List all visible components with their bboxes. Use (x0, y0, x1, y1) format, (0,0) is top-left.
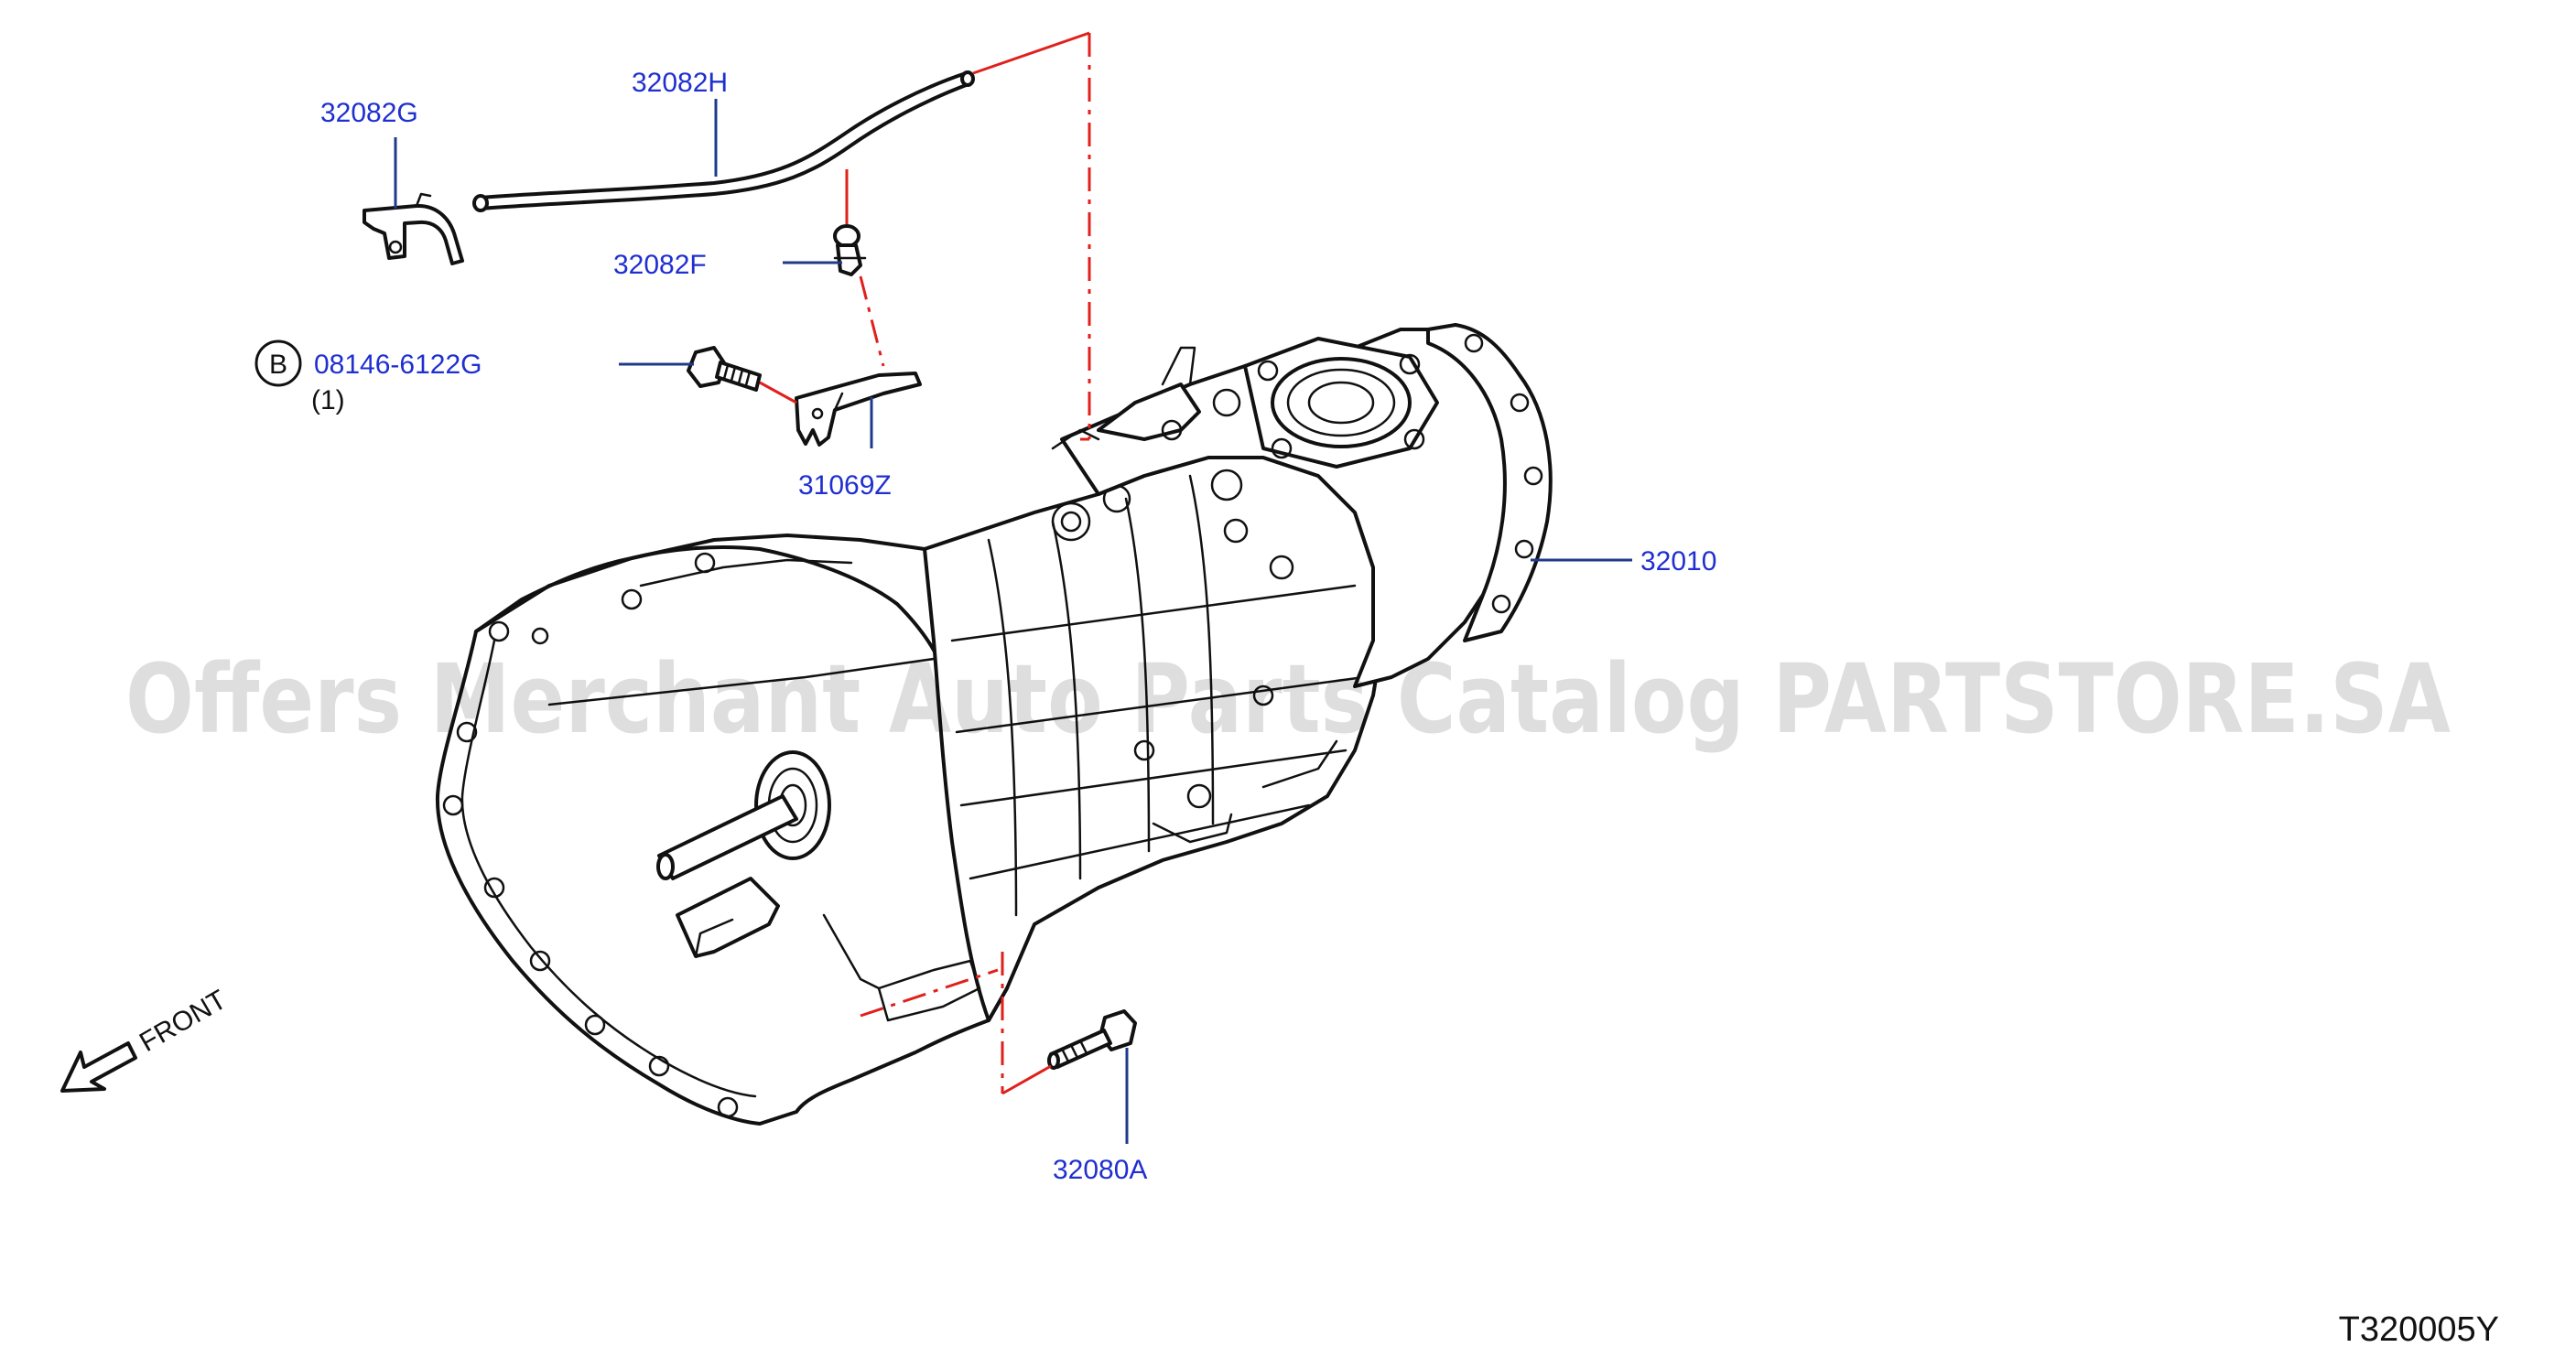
breather-hose-drawing[interactable] (472, 70, 975, 212)
front-direction-label: FRONT (135, 985, 232, 1058)
assembly-reference-lines (759, 31, 1091, 1095)
callout-leader-lines (394, 99, 1632, 1144)
part-label-32010[interactable]: 32010 (1640, 546, 1716, 577)
part-label-32082g[interactable]: 32082G (320, 98, 418, 128)
bolt-reference-marker: B (254, 340, 302, 387)
bolt-marker-letter: B (269, 350, 287, 380)
drawing-code: T320005Y (2339, 1310, 2499, 1349)
front-direction-arrow (60, 1041, 137, 1093)
part-label-32080a[interactable]: 32080A (1053, 1155, 1147, 1185)
watermark-text: Offers Merchant Auto Parts Catalog PARTS… (125, 643, 2451, 755)
hose-clip-drawing[interactable] (833, 224, 867, 276)
flange-bolt-drawing[interactable] (687, 346, 762, 392)
part-label-32082f[interactable]: 32082F (613, 250, 707, 280)
hose-bracket-drawing[interactable] (363, 192, 464, 265)
transmission-assembly-drawing[interactable] (435, 323, 1553, 1126)
mounting-bracket-drawing[interactable] (795, 372, 922, 447)
mounting-bolt-drawing[interactable] (1047, 1009, 1137, 1070)
part-label-32082h[interactable]: 32082H (632, 68, 728, 98)
part-quantity: (1) (311, 385, 345, 415)
part-label-08146-6122g[interactable]: 08146-6122G (314, 350, 482, 380)
part-label-31069z[interactable]: 31069Z (798, 470, 892, 501)
